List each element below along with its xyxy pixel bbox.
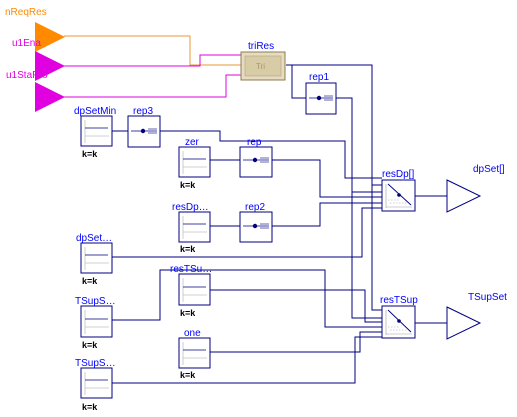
wire-nreqres	[64, 35, 241, 66]
input-label-u1ena: u1Ena	[12, 38, 41, 49]
output-label-dpset: dpSet[]	[473, 164, 505, 175]
block-label-restsup: resTSup	[380, 295, 418, 306]
wire-trires-resdp	[292, 64, 382, 186]
block-label-trires: triRes	[248, 41, 274, 52]
block-label-rep3: rep3	[133, 106, 153, 117]
output-tsupset[interactable]: TSupSet	[446, 292, 507, 340]
boolean-input-triangle-icon	[35, 82, 65, 112]
wire-u1ena	[64, 54, 241, 67]
block-label-restsu-con: resTSu…	[170, 264, 212, 275]
block-label-rep1: rep1	[309, 72, 329, 83]
wire-rep3-resdp	[160, 130, 382, 179]
block-label-rep2: rep2	[245, 202, 265, 213]
real-output-triangle-icon	[446, 179, 482, 213]
block-rep3[interactable]: rep3	[127, 106, 161, 148]
block-one[interactable]: one k=k	[178, 328, 211, 380]
block-resdp-array[interactable]: resDp[]	[381, 169, 416, 212]
wire-tsups1-restsup	[112, 269, 382, 328]
block-resdp-con[interactable]: resDp… k=k	[172, 202, 211, 254]
input-label-u1stapro: u1StaPro	[6, 70, 48, 81]
rep2-dot-icon	[252, 223, 258, 229]
block-label-one: one	[184, 328, 201, 339]
trires-inner-text: Tri	[256, 62, 265, 71]
param-k-restsu-con: k=k	[180, 308, 196, 318]
real-input-triangle-icon	[35, 22, 65, 52]
block-label-dpset-con: dpSet…	[76, 233, 112, 244]
block-label-tsups-2: TSupS…	[75, 358, 116, 369]
block-label-resdp-array: resDp[]	[382, 169, 414, 180]
block-restsu-con[interactable]: resTSu… k=k	[170, 264, 212, 318]
param-k-resdp-con: k=k	[180, 244, 196, 254]
input-u1stapro[interactable]: u1StaPro	[6, 70, 65, 112]
block-tsups-1[interactable]: TSupS… k=k	[75, 296, 116, 350]
block-tsups-2[interactable]: TSupS… k=k	[75, 358, 116, 412]
wire-dpsetcon-resdp	[112, 207, 382, 258]
wire-tsups2-restsup	[112, 336, 382, 384]
param-k-zer: k=k	[180, 180, 196, 190]
wire-rep1-restsup	[351, 192, 382, 319]
wire-trires-restsup	[371, 185, 382, 311]
real-output-triangle-icon	[446, 306, 482, 340]
block-label-zer: zer	[185, 137, 200, 148]
block-restsup[interactable]: resTSup	[380, 295, 418, 339]
input-nreqres[interactable]: nReqRes	[5, 7, 65, 52]
block-trires[interactable]: triRes Tri	[240, 41, 286, 81]
param-k-tsups-1: k=k	[82, 340, 98, 350]
block-rep[interactable]: rep	[239, 137, 273, 178]
wire-trires-out	[286, 64, 307, 99]
input-u1ena[interactable]: u1Ena	[12, 38, 65, 81]
block-label-resdp-con: resDp…	[172, 202, 209, 213]
input-label-nreqres: nReqRes	[5, 7, 47, 18]
wire-rep-resdp	[272, 159, 382, 198]
wires	[64, 35, 447, 384]
block-rep1[interactable]: rep1	[305, 72, 337, 115]
param-k-tsups-2: k=k	[82, 402, 98, 412]
wire-one-restsup	[210, 331, 382, 353]
rep1-dot-icon	[316, 95, 322, 101]
param-k-dpset-con: k=k	[82, 276, 98, 286]
rep-dot-icon	[252, 157, 258, 163]
block-rep2[interactable]: rep2	[239, 202, 273, 243]
block-label-rep: rep	[247, 137, 262, 148]
wire-rep2-resdp	[272, 202, 382, 227]
trires-inner	[244, 55, 282, 77]
wire-restsucon-restsup	[210, 289, 382, 323]
block-dpset-con[interactable]: dpSet… k=k	[76, 233, 113, 286]
rep3-dot-icon	[140, 128, 146, 134]
block-dpsetmin[interactable]: dpSetMin k=k	[74, 106, 116, 159]
block-zer[interactable]: zer k=k	[178, 137, 211, 190]
param-k-dpsetmin: k=k	[82, 149, 98, 159]
wire-u1stapro	[64, 74, 241, 98]
output-dpset[interactable]: dpSet[]	[446, 164, 505, 213]
block-label-tsups-1: TSupS…	[75, 296, 116, 307]
output-label-tsupset: TSupSet	[468, 292, 507, 303]
boolean-input-triangle-icon	[35, 51, 65, 81]
wire-rep1-out	[336, 97, 382, 193]
block-label-dpsetmin: dpSetMin	[74, 106, 116, 117]
param-k-one: k=k	[180, 370, 196, 380]
